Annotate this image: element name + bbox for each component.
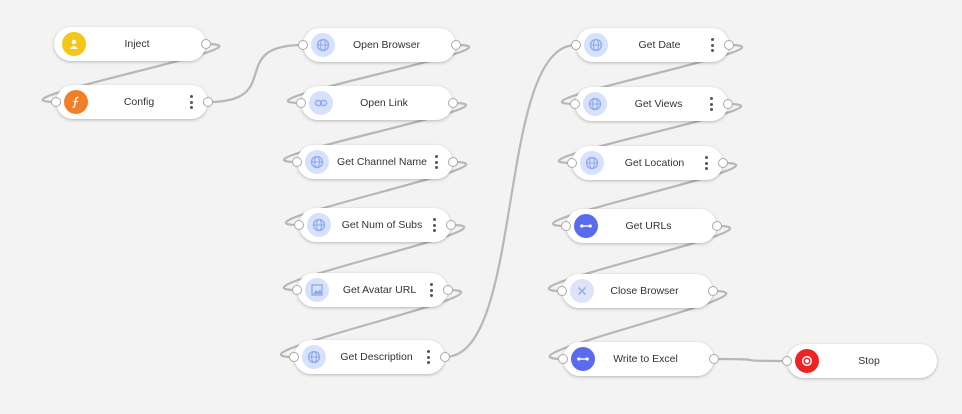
wire-get-avatar-url-to-get-description[interactable] (280, 288, 462, 359)
output-port[interactable] (712, 221, 722, 231)
output-port[interactable] (448, 98, 458, 108)
node-label: Open Link (360, 97, 408, 109)
wire-config-to-open-browser[interactable] (207, 43, 304, 104)
node-label: Stop (858, 355, 880, 367)
output-port[interactable] (201, 39, 211, 49)
wire-get-num-of-subs-to-get-avatar-url[interactable] (283, 223, 465, 292)
node-close-browser[interactable]: Close Browser (557, 274, 718, 308)
node-label: Get URLs (625, 220, 672, 232)
input-port[interactable] (296, 98, 306, 108)
output-port[interactable] (723, 99, 733, 109)
wire-open-browser-to-open-link[interactable] (287, 43, 470, 105)
node-open-link[interactable]: Open Link (296, 86, 458, 120)
input-port[interactable] (782, 356, 792, 366)
globe-icon (580, 151, 604, 175)
node-write-to-excel[interactable]: Write to Excel (558, 342, 719, 376)
more-options-icon[interactable] (708, 97, 714, 111)
node-get-description[interactable]: Get Description (289, 340, 450, 374)
connector-icon (574, 214, 598, 238)
node-label: Config (123, 96, 155, 108)
connector-icon (571, 347, 595, 371)
more-options-icon[interactable] (425, 350, 431, 364)
globe-icon (584, 33, 608, 57)
node-get-views[interactable]: Get Views (570, 87, 733, 121)
globe-icon (305, 150, 329, 174)
close-icon (570, 279, 594, 303)
input-port[interactable] (294, 220, 304, 230)
input-port[interactable] (51, 97, 61, 107)
input-port[interactable] (292, 157, 302, 167)
output-port[interactable] (709, 354, 719, 364)
wire-get-views-to-get-location[interactable] (558, 102, 742, 165)
node-label: Get Views (634, 98, 683, 110)
wire-get-urls-to-close-browser[interactable] (548, 224, 731, 293)
output-port[interactable] (446, 220, 456, 230)
globe-icon (302, 345, 326, 369)
node-label: Inject (124, 38, 150, 50)
more-options-icon[interactable] (433, 155, 439, 169)
input-port[interactable] (289, 352, 299, 362)
node-inject[interactable]: Inject (54, 27, 211, 61)
globe-icon (311, 33, 335, 57)
input-port[interactable] (558, 354, 568, 364)
wire-write-to-excel-to-stop[interactable] (713, 357, 788, 363)
node-label: Get Channel Name (337, 156, 427, 168)
output-port[interactable] (451, 40, 461, 50)
node-label: Open Browser (352, 39, 421, 51)
person-icon (62, 32, 86, 56)
node-label: Close Browser (610, 285, 679, 297)
input-port[interactable] (570, 99, 580, 109)
input-port[interactable] (571, 40, 581, 50)
wire-get-date-to-get-views[interactable] (561, 43, 743, 106)
link-icon (309, 91, 333, 115)
function-icon (64, 90, 88, 114)
output-port[interactable] (448, 157, 458, 167)
wire-close-browser-to-write-to-excel[interactable] (548, 289, 728, 361)
wire-get-location-to-get-urls[interactable] (552, 161, 737, 228)
input-port[interactable] (292, 285, 302, 295)
output-port[interactable] (718, 158, 728, 168)
wire-inject-to-config[interactable] (41, 42, 221, 104)
input-port[interactable] (567, 158, 577, 168)
input-port[interactable] (557, 286, 567, 296)
input-port[interactable] (561, 221, 571, 231)
input-port[interactable] (298, 40, 308, 50)
more-options-icon[interactable] (709, 38, 715, 52)
node-open-browser[interactable]: Open Browser (298, 28, 461, 62)
output-port[interactable] (203, 97, 213, 107)
node-config[interactable]: Config (51, 85, 213, 119)
image-icon (305, 278, 329, 302)
node-get-location[interactable]: Get Location (567, 146, 728, 180)
node-label: Get Date (638, 39, 681, 51)
more-options-icon[interactable] (431, 218, 437, 232)
output-port[interactable] (443, 285, 453, 295)
globe-icon (307, 213, 331, 237)
node-label: Get Avatar URL (342, 284, 417, 296)
more-options-icon[interactable] (703, 156, 709, 170)
output-port[interactable] (708, 286, 718, 296)
wire-open-link-to-get-channel-name[interactable] (283, 101, 467, 164)
wire-get-channel-name-to-get-num-of-subs[interactable] (285, 160, 467, 227)
node-label: Get Location (624, 157, 685, 169)
stop-icon (795, 349, 819, 373)
node-label: Write to Excel (613, 353, 678, 365)
node-get-channel-name[interactable]: Get Channel Name (292, 145, 458, 179)
output-port[interactable] (440, 352, 450, 362)
more-options-icon[interactable] (428, 283, 434, 297)
node-get-date[interactable]: Get Date (571, 28, 734, 62)
more-options-icon[interactable] (188, 95, 194, 109)
output-port[interactable] (724, 40, 734, 50)
wire-get-description-to-get-date[interactable] (444, 43, 577, 359)
node-label: Get Num of Subs (341, 219, 423, 231)
globe-icon (583, 92, 607, 116)
node-get-num-of-subs[interactable]: Get Num of Subs (294, 208, 456, 242)
node-get-avatar-url[interactable]: Get Avatar URL (292, 273, 453, 307)
node-get-urls[interactable]: Get URLs (561, 209, 722, 243)
node-label: Get Description (340, 351, 413, 363)
node-stop[interactable]: Stop (782, 344, 937, 378)
